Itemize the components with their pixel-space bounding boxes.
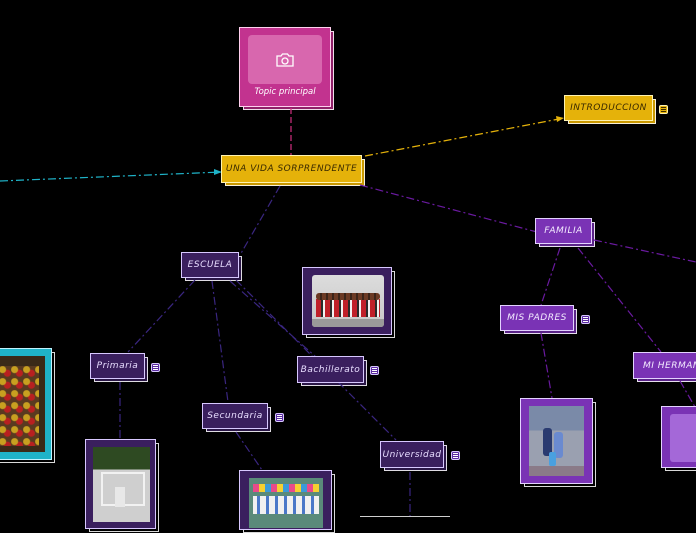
left-photo (0, 356, 45, 452)
topic-principal-node[interactable]: Topic principal (239, 27, 331, 107)
central-node[interactable]: UNA VIDA SORPRENDENTE (221, 155, 362, 183)
link-central-to-introduccion (365, 118, 564, 156)
photo-primaria-node[interactable] (85, 439, 156, 529)
group-photo (312, 275, 384, 327)
familia-node[interactable]: FAMILIA (535, 218, 592, 244)
link-escuela-to-secundaria (212, 281, 228, 402)
link-padres-to-photo (541, 333, 552, 398)
link-familia-to-padres (541, 248, 560, 305)
photo-left-node[interactable] (0, 348, 52, 460)
secundaria-label: Secundaria (207, 411, 263, 421)
primaria-node[interactable]: Primaria (90, 353, 145, 379)
notes-icon[interactable] (275, 413, 284, 422)
link-hermano-to-photo (680, 381, 695, 407)
link-central-to-familia (360, 185, 537, 232)
escuela-node[interactable]: ESCUELA (181, 252, 239, 278)
image-placeholder[interactable] (248, 35, 322, 84)
introduccion-node[interactable]: INTRODUCCION (564, 95, 653, 121)
link-secundaria-to-photo (236, 432, 262, 470)
notes-icon[interactable] (451, 451, 460, 460)
mis-padres-node[interactable]: MIS PADRES (500, 305, 574, 331)
familia-label: FAMILIA (544, 226, 583, 236)
link-left-to-central (0, 172, 222, 181)
secundaria-photo (249, 478, 323, 528)
link-central-to-escuela (240, 186, 280, 255)
link-familia-to-hermano (578, 248, 661, 352)
clipped-node-edge (360, 516, 450, 527)
primaria-photo (93, 447, 150, 522)
notes-icon[interactable] (151, 363, 160, 372)
topic-principal-label: Topic principal (240, 87, 330, 97)
notes-icon[interactable] (659, 105, 668, 114)
mis-padres-label: MIS PADRES (507, 313, 567, 323)
notes-icon[interactable] (581, 315, 590, 324)
universidad-label: Universidad (383, 450, 442, 460)
parents-photo (529, 406, 584, 476)
photo-secundaria-node[interactable] (239, 470, 332, 530)
notes-icon[interactable] (370, 366, 379, 375)
mi-hermano-node[interactable]: MI HERMAN (633, 352, 696, 379)
photo-parents-node[interactable] (520, 398, 593, 484)
primaria-label: Primaria (97, 361, 139, 371)
link-escuela-to-primaria (128, 280, 195, 352)
camera-icon (275, 52, 295, 68)
link-familia-right (594, 240, 696, 262)
escuela-label: ESCUELA (188, 260, 233, 270)
brother-photo-placeholder (670, 414, 696, 462)
photo-group-node[interactable] (302, 267, 392, 335)
introduccion-label: INTRODUCCION (570, 103, 647, 113)
central-label: UNA VIDA SORPRENDENTE (226, 164, 357, 174)
arrowhead-introduccion (556, 116, 564, 122)
photo-brother-node[interactable] (661, 406, 696, 468)
bachillerato-node[interactable]: Bachillerato (297, 356, 364, 383)
mi-hermano-label: MI HERMAN (643, 361, 696, 371)
bachillerato-label: Bachillerato (301, 365, 361, 375)
secundaria-node[interactable]: Secundaria (202, 403, 268, 429)
universidad-node[interactable]: Universidad (380, 441, 444, 468)
